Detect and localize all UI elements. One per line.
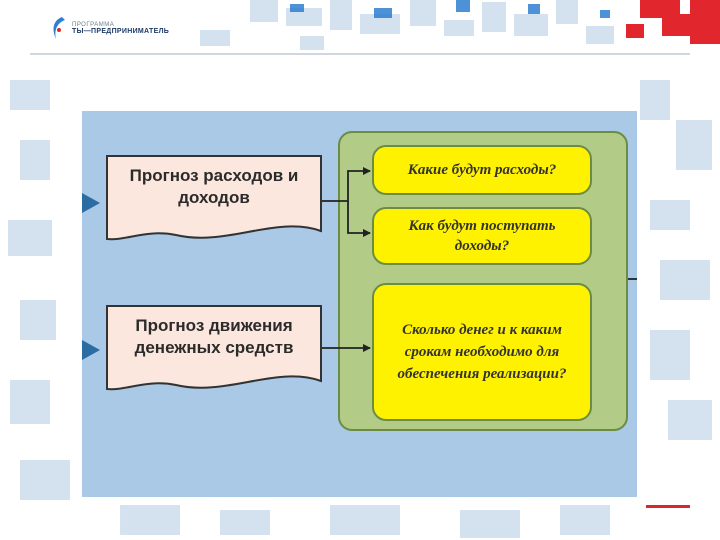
document-forecast-income: Прогноз расходов и доходов: [106, 155, 322, 247]
input-arrow-1: [82, 193, 100, 213]
document-cashflow-forecast-label: Прогноз движения денежных средств: [134, 316, 294, 357]
question-funding-text: Сколько денег и к каким срокам необходим…: [397, 322, 567, 382]
question-income-text: Как будут поступать доходы?: [408, 218, 556, 254]
logo-line2: ТЫ—ПРЕДПРИНИМАТЕЛЬ: [72, 27, 170, 35]
document-cashflow-forecast: Прогноз движения денежных средств: [106, 305, 322, 397]
input-arrow-2: [82, 340, 100, 360]
logo-line1: ПРОГРАММА: [72, 21, 115, 28]
header-divider: [30, 53, 690, 55]
question-income: Как будут поступать доходы?: [372, 207, 592, 265]
diagram-connectors: [82, 167, 637, 360]
program-logo: ПРОГРАММА ТЫ—ПРЕДПРИНИМАТЕЛЬ: [50, 16, 169, 40]
question-expenses: Какие будут расходы?: [372, 145, 592, 195]
logo-swoosh-icon: [53, 17, 65, 39]
document-forecast-income-label: Прогноз расходов и доходов: [129, 166, 299, 207]
question-expenses-text: Какие будут расходы?: [407, 161, 557, 178]
question-funding: Сколько денег и к каким срокам необходим…: [372, 283, 592, 421]
diagram-panel: Прогноз расходов и доходов Прогноз движе…: [82, 111, 637, 497]
accent-line: [646, 505, 690, 508]
